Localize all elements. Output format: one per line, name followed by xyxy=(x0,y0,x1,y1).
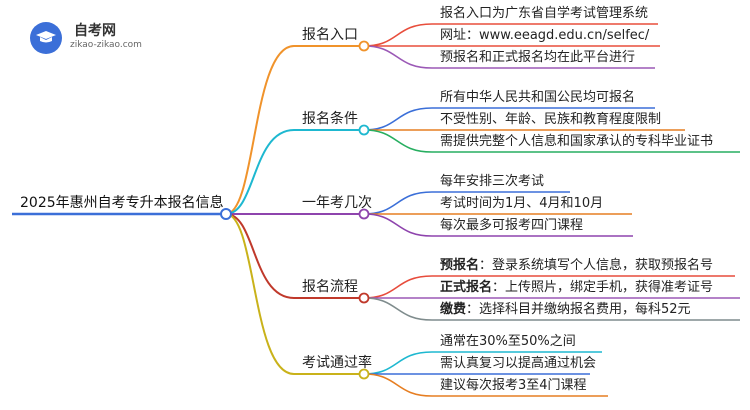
leaf-label: 需认真复习以提高通过机会 xyxy=(440,355,596,373)
logo-badge xyxy=(30,22,62,54)
branch-label: 报名条件 xyxy=(302,111,358,127)
branch-knob xyxy=(358,368,370,380)
leaf-label: 网址：www.eeagd.edu.cn/selfec/ xyxy=(440,27,649,45)
leaf-label: 预报名和正式报名均在此平台进行 xyxy=(440,49,635,67)
leaf-label: 不受性别、年龄、民族和教育程度限制 xyxy=(440,111,661,129)
leaf-connector xyxy=(363,129,433,153)
leaf-label-text: 考试时间为1月、4月和10月 xyxy=(440,196,604,211)
root-knob xyxy=(220,208,232,220)
leaf-connector xyxy=(363,351,433,375)
leaf-label-text: 不受性别、年龄、民族和教育程度限制 xyxy=(440,112,662,127)
leaf-label: 所有中华人民共和国公民均可报名 xyxy=(440,89,635,107)
site-logo: 自考网 zikao-zikao.com xyxy=(30,18,150,58)
leaf-label: 报名入口为广东省自学考试管理系统 xyxy=(440,5,648,23)
root-topic: 2025年惠州自考专升本报名信息 xyxy=(20,195,224,211)
leaf-label-text: 需认真复习以提高通过机会 xyxy=(440,356,597,371)
leaf-label-text: ：上传照片，绑定手机，获得准考证号 xyxy=(492,280,714,295)
leaf-label-text: 每次最多可报考四门课程 xyxy=(440,218,584,233)
leaf-connector xyxy=(363,191,433,215)
graduation-cap-icon xyxy=(36,31,56,43)
branch-label: 考试通过率 xyxy=(302,355,372,371)
branch-connector xyxy=(225,45,295,215)
leaf-connector xyxy=(363,45,433,69)
leaf-label: 每年安排三次考试 xyxy=(440,173,544,191)
leaf-label-bold: 缴费 xyxy=(440,302,467,317)
leaf-label: 通常在30%至50%之间 xyxy=(440,333,576,351)
leaf-connector xyxy=(363,373,433,397)
leaf-label-text: 所有中华人民共和国公民均可报名 xyxy=(440,90,636,105)
leaf-connector xyxy=(363,23,433,47)
leaf-label-text: 建议每次报考3至4门课程 xyxy=(440,378,587,393)
leaf-label: 考试时间为1月、4月和10月 xyxy=(440,195,603,213)
branch-knob xyxy=(358,40,370,52)
branch-connector xyxy=(225,213,295,299)
branch-label: 一年考几次 xyxy=(302,195,372,211)
leaf-label-bold: 正式报名 xyxy=(440,280,493,295)
leaf-label: 正式报名：上传照片，绑定手机，获得准考证号 xyxy=(440,279,713,297)
branch-knob xyxy=(358,292,370,304)
leaf-label-text: 需提供完整个人信息和国家承认的专科毕业证书 xyxy=(440,134,714,149)
leaf-label-text: 通常在30%至50%之间 xyxy=(440,334,576,349)
leaf-connector xyxy=(363,213,433,237)
leaf-label-text: ：登录系统填写个人信息，获取预报名号 xyxy=(479,258,714,273)
logo-name: 自考网 xyxy=(74,23,116,39)
branch-knob xyxy=(358,208,370,220)
branch-connector xyxy=(225,213,295,375)
leaf-connector xyxy=(363,275,433,299)
branch-connector xyxy=(225,129,295,215)
leaf-label: 预报名：登录系统填写个人信息，获取预报名号 xyxy=(440,257,713,275)
branch-knob xyxy=(358,124,370,136)
leaf-label-text: 报名入口为广东省自学考试管理系统 xyxy=(440,6,649,21)
branch-label: 报名入口 xyxy=(302,27,358,43)
branch-label: 报名流程 xyxy=(302,279,358,295)
leaf-label: 需提供完整个人信息和国家承认的专科毕业证书 xyxy=(440,133,713,151)
leaf-label-text: 每年安排三次考试 xyxy=(440,174,545,189)
leaf-label: 每次最多可报考四门课程 xyxy=(440,217,583,235)
leaf-label-bold: 预报名 xyxy=(440,258,480,273)
leaf-connector xyxy=(363,297,433,321)
logo-url: zikao-zikao.com xyxy=(70,40,142,50)
leaf-label-text: ：选择科目并缴纳报名费用，每科52元 xyxy=(466,302,691,317)
leaf-label-text: 预报名和正式报名均在此平台进行 xyxy=(440,50,636,65)
leaf-label: 建议每次报考3至4门课程 xyxy=(440,377,587,395)
leaf-label: 缴费：选择科目并缴纳报名费用，每科52元 xyxy=(440,301,691,319)
leaf-connector xyxy=(363,107,433,131)
leaf-label-text: 网址：www.eeagd.edu.cn/selfec/ xyxy=(440,28,650,43)
